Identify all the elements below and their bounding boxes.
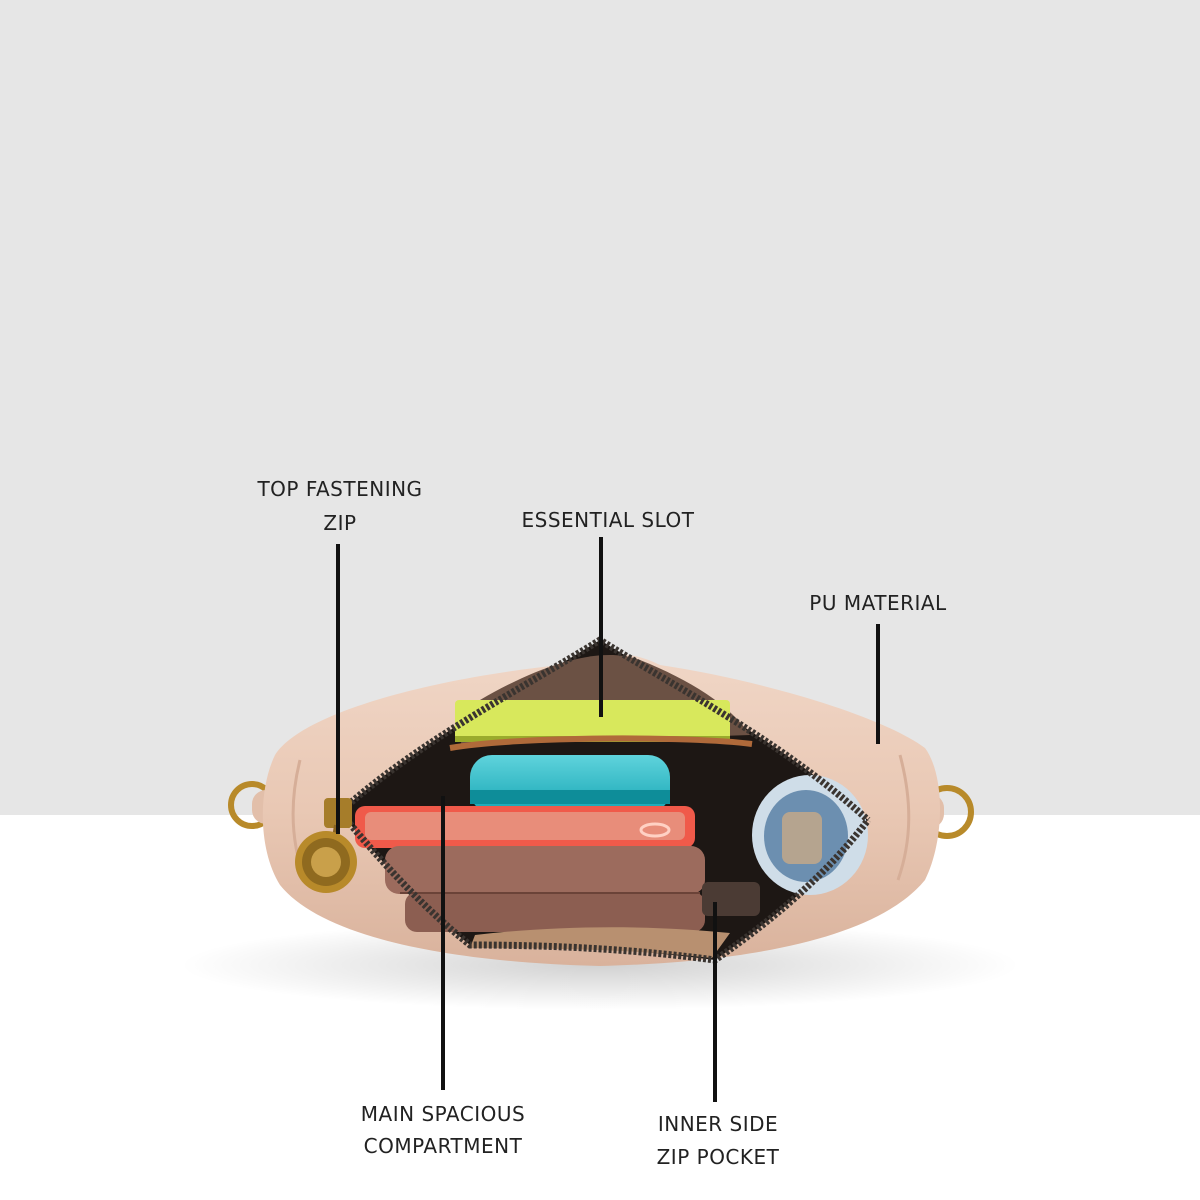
bottom-lining: [470, 927, 730, 958]
teal-compact: [470, 755, 670, 813]
zip-teeth: [337, 809, 871, 964]
perfume-bottle: [752, 775, 868, 895]
leader-line-zip: [336, 544, 340, 834]
label-line: ZIP: [323, 511, 357, 535]
zip-pull-medallion-icon: [295, 824, 357, 893]
label-essential-slot: ESSENTIAL SLOT: [500, 507, 716, 533]
label-line: ESSENTIAL SLOT: [521, 508, 695, 532]
label-pu-material: PU MATERIAL: [780, 590, 976, 616]
label-main-compartment: MAIN SPACIOUS COMPARTMENT: [330, 1098, 556, 1162]
leader-line-inner: [713, 902, 717, 1102]
bag-pleat: [896, 754, 911, 881]
leader-line-slot: [599, 537, 603, 717]
brown-wallet: [385, 846, 705, 932]
leader-line-main: [441, 796, 445, 1090]
label-top-fastening-zip: TOP FASTENING ZIP: [240, 472, 440, 540]
strap-loop: [449, 735, 753, 751]
label-line: PU MATERIAL: [809, 591, 947, 615]
label-line: COMPARTMENT: [363, 1134, 523, 1158]
label-line: MAIN SPACIOUS: [360, 1102, 526, 1126]
red-phone: [355, 806, 695, 848]
label-line: ZIP POCKET: [656, 1145, 780, 1169]
leader-line-pu: [876, 624, 880, 744]
label-inner-side-zip-pocket: INNER SIDE ZIP POCKET: [630, 1108, 806, 1174]
label-line: TOP FASTENING: [257, 477, 423, 501]
inner-zip-pull: [702, 882, 760, 916]
label-line: INNER SIDE: [657, 1112, 779, 1136]
